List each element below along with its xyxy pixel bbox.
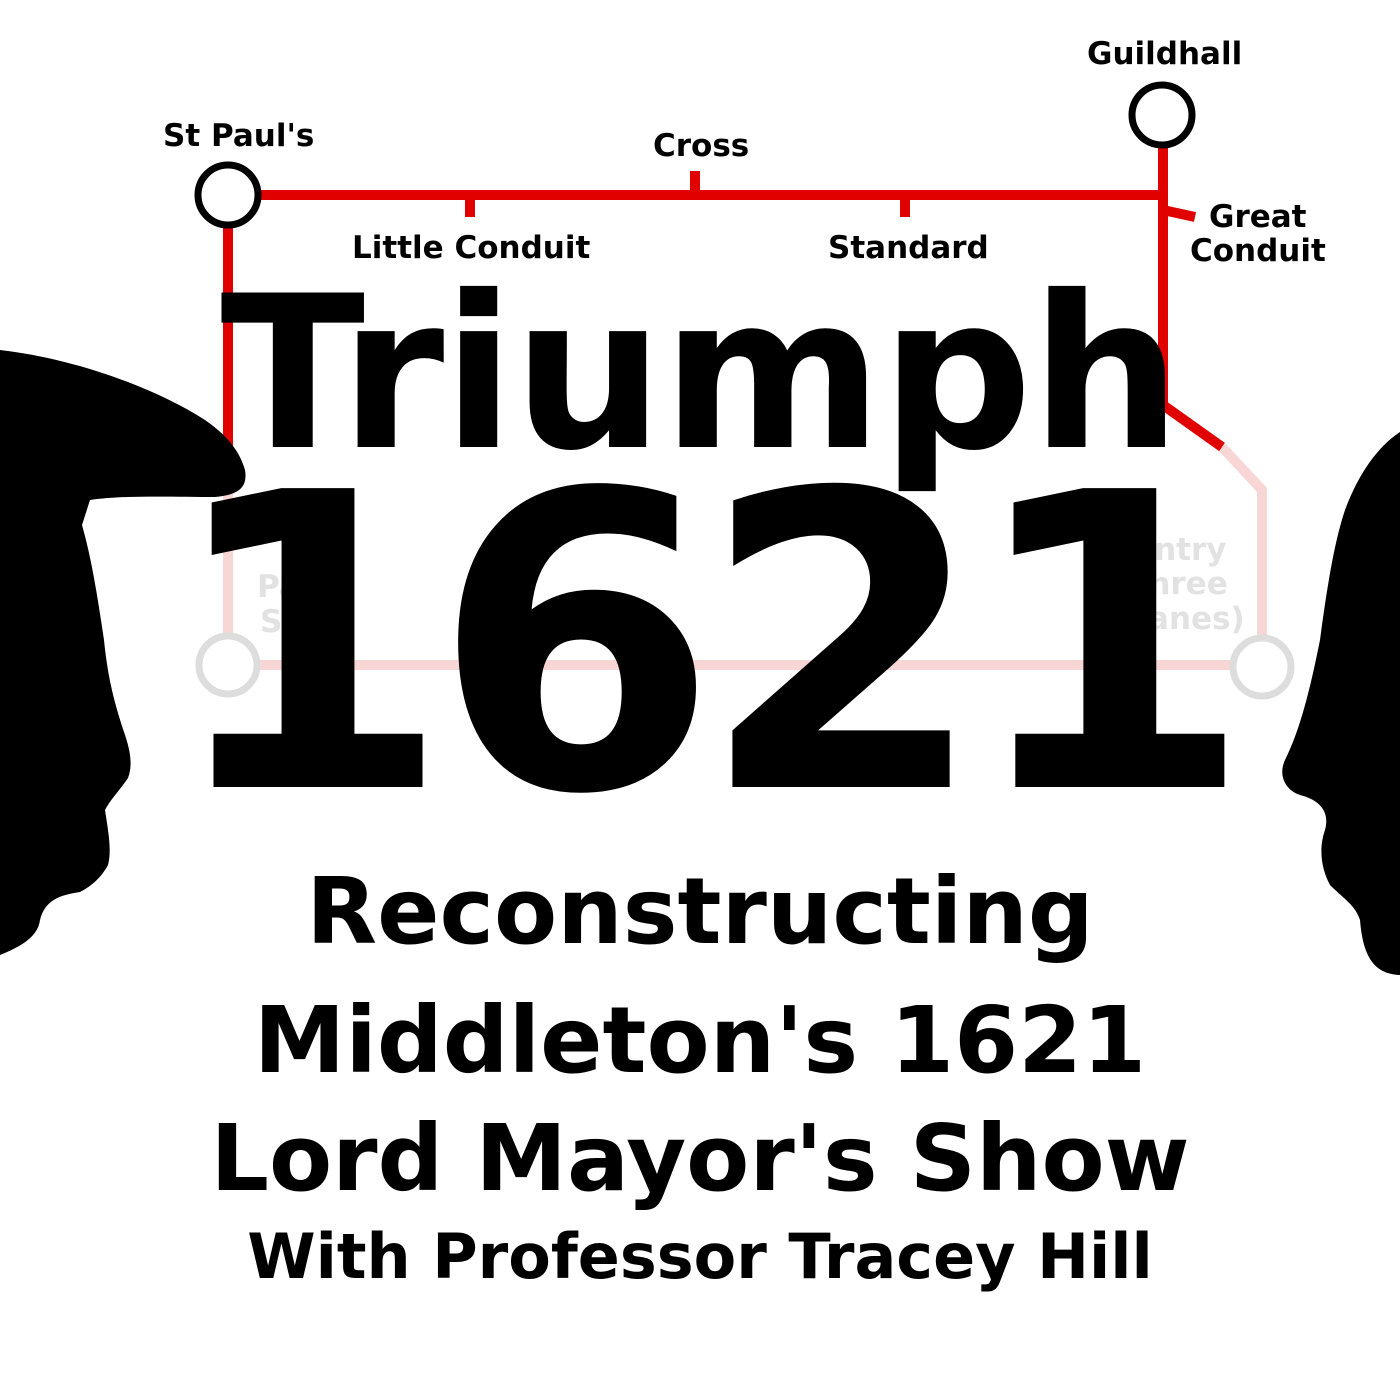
station-guildhall-ring — [1128, 81, 1196, 149]
station-label-st-pauls: St Paul's — [163, 118, 315, 154]
station-vintry-ring — [1229, 634, 1295, 700]
subtitle-line-1: Reconstructing — [306, 858, 1094, 965]
station-label-pauls-stairs-line1: Pau — [257, 569, 322, 605]
title-year: 1621 — [165, 406, 1252, 884]
active-route — [223, 115, 1225, 460]
station-label-vintry-line3: Cranes) — [1110, 601, 1245, 637]
station-st-pauls-ring — [194, 161, 262, 229]
host-credit: With Professor Tracey Hill — [247, 1220, 1153, 1293]
station-label-cross: Cross — [653, 128, 750, 164]
station-label-guildhall: Guildhall — [1087, 36, 1243, 72]
station-label-vintry-line2: (Three — [1113, 566, 1228, 602]
subtitle-line-2: Middleton's 1621 — [253, 987, 1147, 1094]
title-word: Triumph — [220, 250, 1181, 497]
station-label-great-conduit-line1: Great — [1209, 199, 1307, 235]
station-label-great-conduit-line2: Conduit — [1190, 233, 1326, 269]
station-label-pauls-stairs-line2: Sto — [260, 604, 319, 640]
subtitle-line-3: Lord Mayor's Show — [210, 1105, 1190, 1212]
station-label-little-conduit: Little Conduit — [352, 230, 591, 266]
tick-great-conduit — [1161, 205, 1197, 222]
station-label-vintry-line1: Vintry — [1120, 532, 1227, 568]
head-silhouette-icon — [1282, 432, 1400, 975]
station-pauls-stairs-ring — [195, 632, 261, 698]
hat-silhouette-icon — [0, 350, 246, 955]
station-label-standard: Standard — [828, 230, 989, 266]
